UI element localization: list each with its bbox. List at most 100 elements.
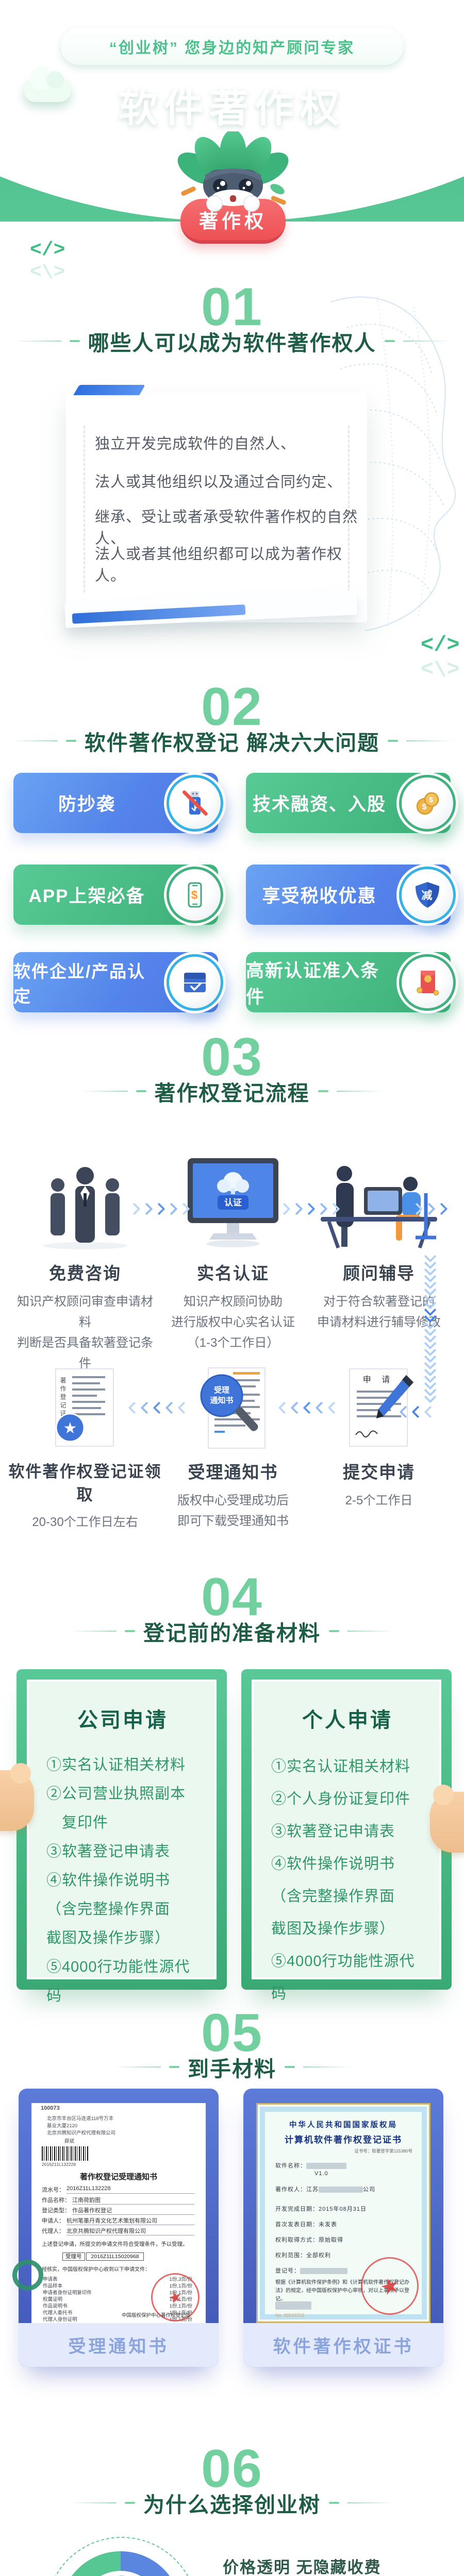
- hand-decoration: [430, 1785, 464, 1853]
- doc-card-label: 软件著作权证书: [243, 2323, 443, 2367]
- card-line: 独立开发完成软件的自然人、: [95, 436, 296, 452]
- flow-step-desc: 20-30个工作日左右: [32, 1515, 138, 1529]
- red-star-seal-icon: ★: [354, 2250, 426, 2321]
- section-4-header: 04 登记前的准备材料: [0, 1571, 464, 1647]
- benefit-card-financing: 技术融资、入股 $ $: [246, 773, 456, 833]
- usb-blocked-icon: [167, 774, 223, 832]
- arrow-left-icon: [278, 1401, 340, 1414]
- card-line: 继承、受让或者承受软件著作权的自然人、: [95, 509, 358, 547]
- phone-dollar-icon: $: [167, 866, 223, 923]
- svg-text:$: $: [191, 888, 199, 902]
- checklist-icon: [167, 954, 223, 1011]
- decorative-line: [406, 740, 454, 741]
- software-certificate-card: 中华人民共和国国家版权局 计算机软件著作权登记证书 证书号：软著登字第11538…: [243, 2089, 443, 2367]
- arrow-right-icon: [278, 1202, 340, 1215]
- lens-text-1: 受理: [214, 1385, 229, 1395]
- material-item: （含完整操作界面: [271, 1888, 395, 1905]
- cert-field: 权利取得方式：原始取得: [275, 2237, 343, 2243]
- section-3-title-text: 著作权登记流程: [154, 1081, 310, 1105]
- cert-number: 证书号：软著登字第115380号: [354, 2148, 412, 2154]
- hand-decoration: [0, 1763, 34, 1831]
- section-1-title-text: 哪些人可以成为软件著作权人: [88, 331, 376, 355]
- material-item: 复印件: [46, 1815, 109, 1831]
- section-2-number: 02: [201, 681, 263, 725]
- red-envelope-icon: [399, 954, 456, 1011]
- decorative-line: [403, 341, 451, 342]
- doc-paragraph: 上述登记申请，所提交的申请文件符合受理条件，予以受理。: [42, 2241, 188, 2247]
- card-tab-decoration: [73, 385, 145, 395]
- section-2-title: 软件著作权登记 解决六大问题: [0, 725, 464, 756]
- svg-text:★: ★: [63, 1420, 77, 1437]
- field-label: 作品名称：: [42, 2197, 70, 2204]
- acceptance-notice-paper: 100073 北京市丰台区马连道118号万丰 基业大厦2120 北京共腾知识产权…: [31, 2103, 206, 2323]
- benefit-card-high-tech: 高新认证准入条件: [246, 952, 456, 1012]
- benefit-card-tax: 享受税收优惠 减: [246, 865, 456, 925]
- barcode: [42, 2146, 89, 2161]
- acceptance-number: 受理号 2016Z11L15020968: [62, 2252, 144, 2261]
- flow-step-desc: 版权中心受理成功后即可下载受理通知书: [177, 1494, 289, 1528]
- section-2-header: 02 软件著作权登记 解决六大问题: [0, 681, 464, 756]
- cert-paragraph: 根据《计算机软件保护条例》和《计算机软件著作权登记办法》的规定，经中国版权保护中…: [275, 2280, 409, 2302]
- flow-step-title: 提交申请: [343, 1463, 415, 1482]
- field-label: 代理人：: [42, 2228, 64, 2234]
- code-icon: </> </>: [421, 633, 460, 679]
- cert-field: 首次发表日期：未发表: [275, 2222, 337, 2228]
- section-5-title: 到手材料: [0, 2052, 464, 2082]
- cert-title: 计算机软件著作权登记证书: [285, 2135, 402, 2145]
- doc-card-label: 受理通知书: [19, 2323, 219, 2367]
- flow-step-desc: 知识产权顾问协助进行版权中心实名认证（1-3个工作日）: [171, 1295, 295, 1350]
- decorative-tick: [65, 740, 76, 742]
- decorative-tick: [329, 1630, 339, 1632]
- field-value: 作品著作权登记: [72, 2206, 194, 2215]
- material-item: ④软件操作说明书: [271, 1856, 395, 1872]
- section-4-number: 04: [201, 1571, 263, 1616]
- decorative-tick: [384, 340, 395, 342]
- code-glyph-reflection: </>: [421, 654, 460, 679]
- cert-field: 登记号：: [275, 2266, 347, 2275]
- section-4-title: 登记前的准备材料: [0, 1616, 464, 1647]
- code-glyph-reflection: </>: [30, 258, 65, 280]
- flow-step-realname: 认证 实名认证 知识产权顾问协助进行版权中心实名认证（1-3个工作日）: [161, 1150, 305, 1353]
- personal-application-inner: 个人申请 ①实名认证相关材料 ②个人身份证复印件 ③软著登记申请表 ④软件操作说…: [252, 1680, 441, 2002]
- arrow-right-icon: [128, 1202, 190, 1215]
- benefit-card-anti-plagiarism: 防抄袭: [13, 773, 223, 833]
- section-1-number: 01: [201, 281, 263, 326]
- personal-application-title: 个人申请: [302, 1709, 393, 1732]
- material-item: ⑤4000行功能性源代码: [271, 1953, 415, 2002]
- decorative-line: [69, 2502, 117, 2503]
- flow-step-title: 软件著作权登记证领取: [8, 1463, 162, 1504]
- hero-header: Copyright “创业树” 您身边的知产顾问专家 软件著作权: [0, 0, 464, 222]
- decorative-line: [113, 2066, 161, 2067]
- section-3-title: 著作权登记流程: [0, 1076, 464, 1107]
- field-label: 登记类型：: [42, 2208, 70, 2214]
- card-line: 法人或者其他组织都可以成为著作权人。: [95, 546, 343, 584]
- header-slogan-pill: “创业树” 您身边的知产顾问专家: [61, 28, 403, 65]
- tree-logo-icon: [118, 2575, 125, 2576]
- doc-address: 基业大厦2120: [47, 2123, 78, 2129]
- tax-shield-icon: 减: [399, 866, 456, 923]
- material-item: ①实名认证相关材料: [271, 1758, 411, 1775]
- monitor-verify-icon: 认证: [161, 1150, 305, 1250]
- benefit-card-software-enterprise: 软件企业/产品认定: [13, 952, 223, 1012]
- decorative-line: [347, 2502, 395, 2503]
- doc-title: 著作权登记受理通知书: [79, 2173, 157, 2181]
- section-5-number: 05: [201, 2007, 263, 2052]
- copyright-owner-card: 独立开发完成软件的自然人、 法人或其他组织以及通过合同约定、 继承、受让或者承受…: [66, 385, 367, 622]
- doc-title-text: 申 请: [363, 1375, 394, 1384]
- section-1-header: 01 哪些人可以成为软件著作权人: [0, 281, 464, 357]
- material-item: （含完整操作界面: [46, 1901, 171, 1918]
- decorative-tick: [329, 2502, 339, 2504]
- coaching-desk-icon: [307, 1150, 451, 1250]
- cert-serial: No. 00543702: [275, 2313, 305, 2318]
- benefit-label: 软件企业/产品认定: [13, 961, 146, 1006]
- material-item: 截图及操作步骤）: [46, 1930, 171, 1946]
- material-item: ①实名认证相关材料: [46, 1757, 186, 1773]
- verify-tag-text: 认证: [224, 1197, 242, 1208]
- section-2-title-text: 软件著作权登记 解决六大问题: [84, 731, 380, 755]
- benefit-label: 享受税收优惠: [262, 886, 377, 906]
- flow-step-title: 受理通知书: [188, 1463, 278, 1482]
- section-6-title: 为什么选择创业树: [0, 2487, 464, 2518]
- dashed-border: [84, 426, 85, 592]
- benefit-card-app-store: APP上架必备 $: [13, 865, 223, 925]
- arrow-right-icon: [410, 1202, 448, 1215]
